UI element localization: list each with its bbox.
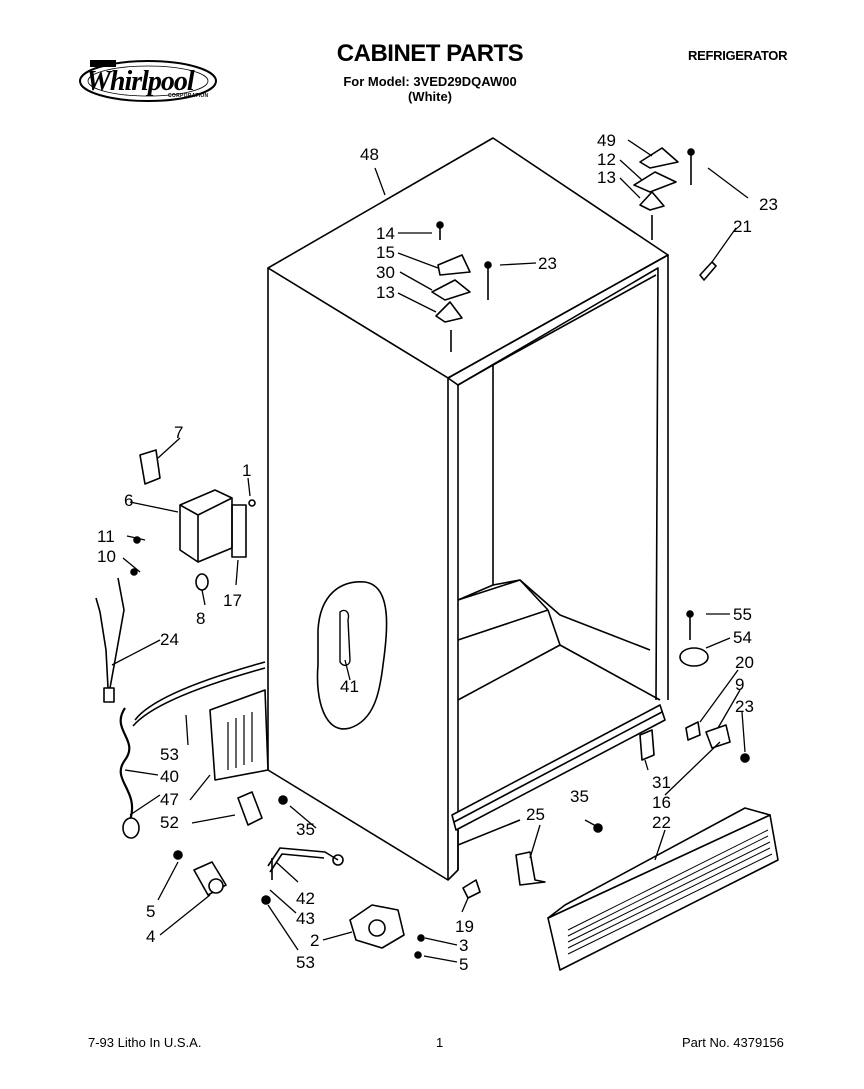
callout-1: 1 bbox=[242, 461, 251, 480]
page-title: CABINET PARTS bbox=[336, 40, 524, 67]
callout-21: 21 bbox=[733, 217, 752, 236]
callout-30: 30 bbox=[376, 263, 395, 282]
callout-23b: 23 bbox=[538, 254, 557, 273]
callout-52: 52 bbox=[160, 813, 179, 832]
callout-24: 24 bbox=[160, 630, 179, 649]
callout-41: 41 bbox=[340, 677, 359, 696]
callout-55: 55 bbox=[733, 605, 752, 624]
callout-13b: 13 bbox=[376, 283, 395, 302]
callout-54: 54 bbox=[733, 628, 752, 647]
callout-49: 49 bbox=[597, 131, 616, 150]
page-number: 1 bbox=[436, 1035, 444, 1050]
callout-14: 14 bbox=[376, 224, 395, 243]
callout-23: 23 bbox=[759, 195, 778, 214]
callout-43: 43 bbox=[296, 909, 315, 928]
wire-harness-icon bbox=[95, 577, 266, 839]
callout-23c: 23 bbox=[735, 697, 754, 716]
callout-25: 25 bbox=[526, 805, 545, 824]
callout-16: 16 bbox=[652, 793, 671, 812]
leveling-parts-icon bbox=[173, 610, 750, 959]
callout-5: 5 bbox=[146, 902, 155, 921]
callout-13: 13 bbox=[597, 168, 616, 187]
callout-17: 17 bbox=[223, 591, 242, 610]
hinge-parts-icon bbox=[431, 147, 717, 352]
toe-grille-icon bbox=[547, 807, 779, 971]
callout-40: 40 bbox=[160, 767, 179, 786]
callout-48: 48 bbox=[360, 145, 379, 164]
callout-4: 4 bbox=[146, 927, 155, 946]
callout-12: 12 bbox=[597, 150, 616, 169]
callout-15: 15 bbox=[376, 243, 395, 262]
callout-7: 7 bbox=[174, 423, 183, 442]
logo-corporation: CORPORATION bbox=[168, 93, 209, 99]
callout-6: 6 bbox=[124, 491, 133, 510]
callout-47: 47 bbox=[160, 790, 179, 809]
callout-20: 20 bbox=[735, 653, 754, 672]
callout-9: 9 bbox=[735, 675, 744, 694]
whirlpool-logo-icon bbox=[79, 60, 217, 102]
part-number: Part No. 4379156 bbox=[682, 1035, 784, 1050]
model-number: For Model: 3VED29DQAW00 bbox=[343, 74, 517, 89]
cabinet-illustration-icon bbox=[267, 137, 669, 881]
callout-19: 19 bbox=[455, 917, 474, 936]
callout-labels: 48 49 12 13 23 21 14 15 30 13 23 7 1 6 1… bbox=[97, 131, 778, 974]
category-label: REFRIGERATOR bbox=[688, 48, 788, 63]
callout-31: 31 bbox=[652, 773, 671, 792]
callout-35: 35 bbox=[296, 820, 315, 839]
litho-info: 7-93 Litho In U.S.A. bbox=[88, 1035, 202, 1050]
callout-22: 22 bbox=[652, 813, 671, 832]
callout-11: 11 bbox=[97, 527, 115, 546]
vent-plate-icon bbox=[209, 689, 269, 781]
callout-53: 53 bbox=[160, 745, 179, 764]
callout-53b: 53 bbox=[296, 953, 315, 972]
callout-35b: 35 bbox=[570, 787, 589, 806]
color-variant: (White) bbox=[407, 89, 453, 104]
callout-2: 2 bbox=[310, 931, 319, 950]
control-box-icon bbox=[130, 449, 256, 591]
callout-42: 42 bbox=[296, 889, 315, 908]
callout-5b: 5 bbox=[459, 955, 468, 974]
logo-wordmark: Whirlpool bbox=[86, 66, 195, 97]
callout-3: 3 bbox=[459, 936, 468, 955]
callout-10: 10 bbox=[97, 547, 116, 566]
callout-8: 8 bbox=[196, 609, 205, 628]
leader-lines bbox=[111, 139, 749, 963]
